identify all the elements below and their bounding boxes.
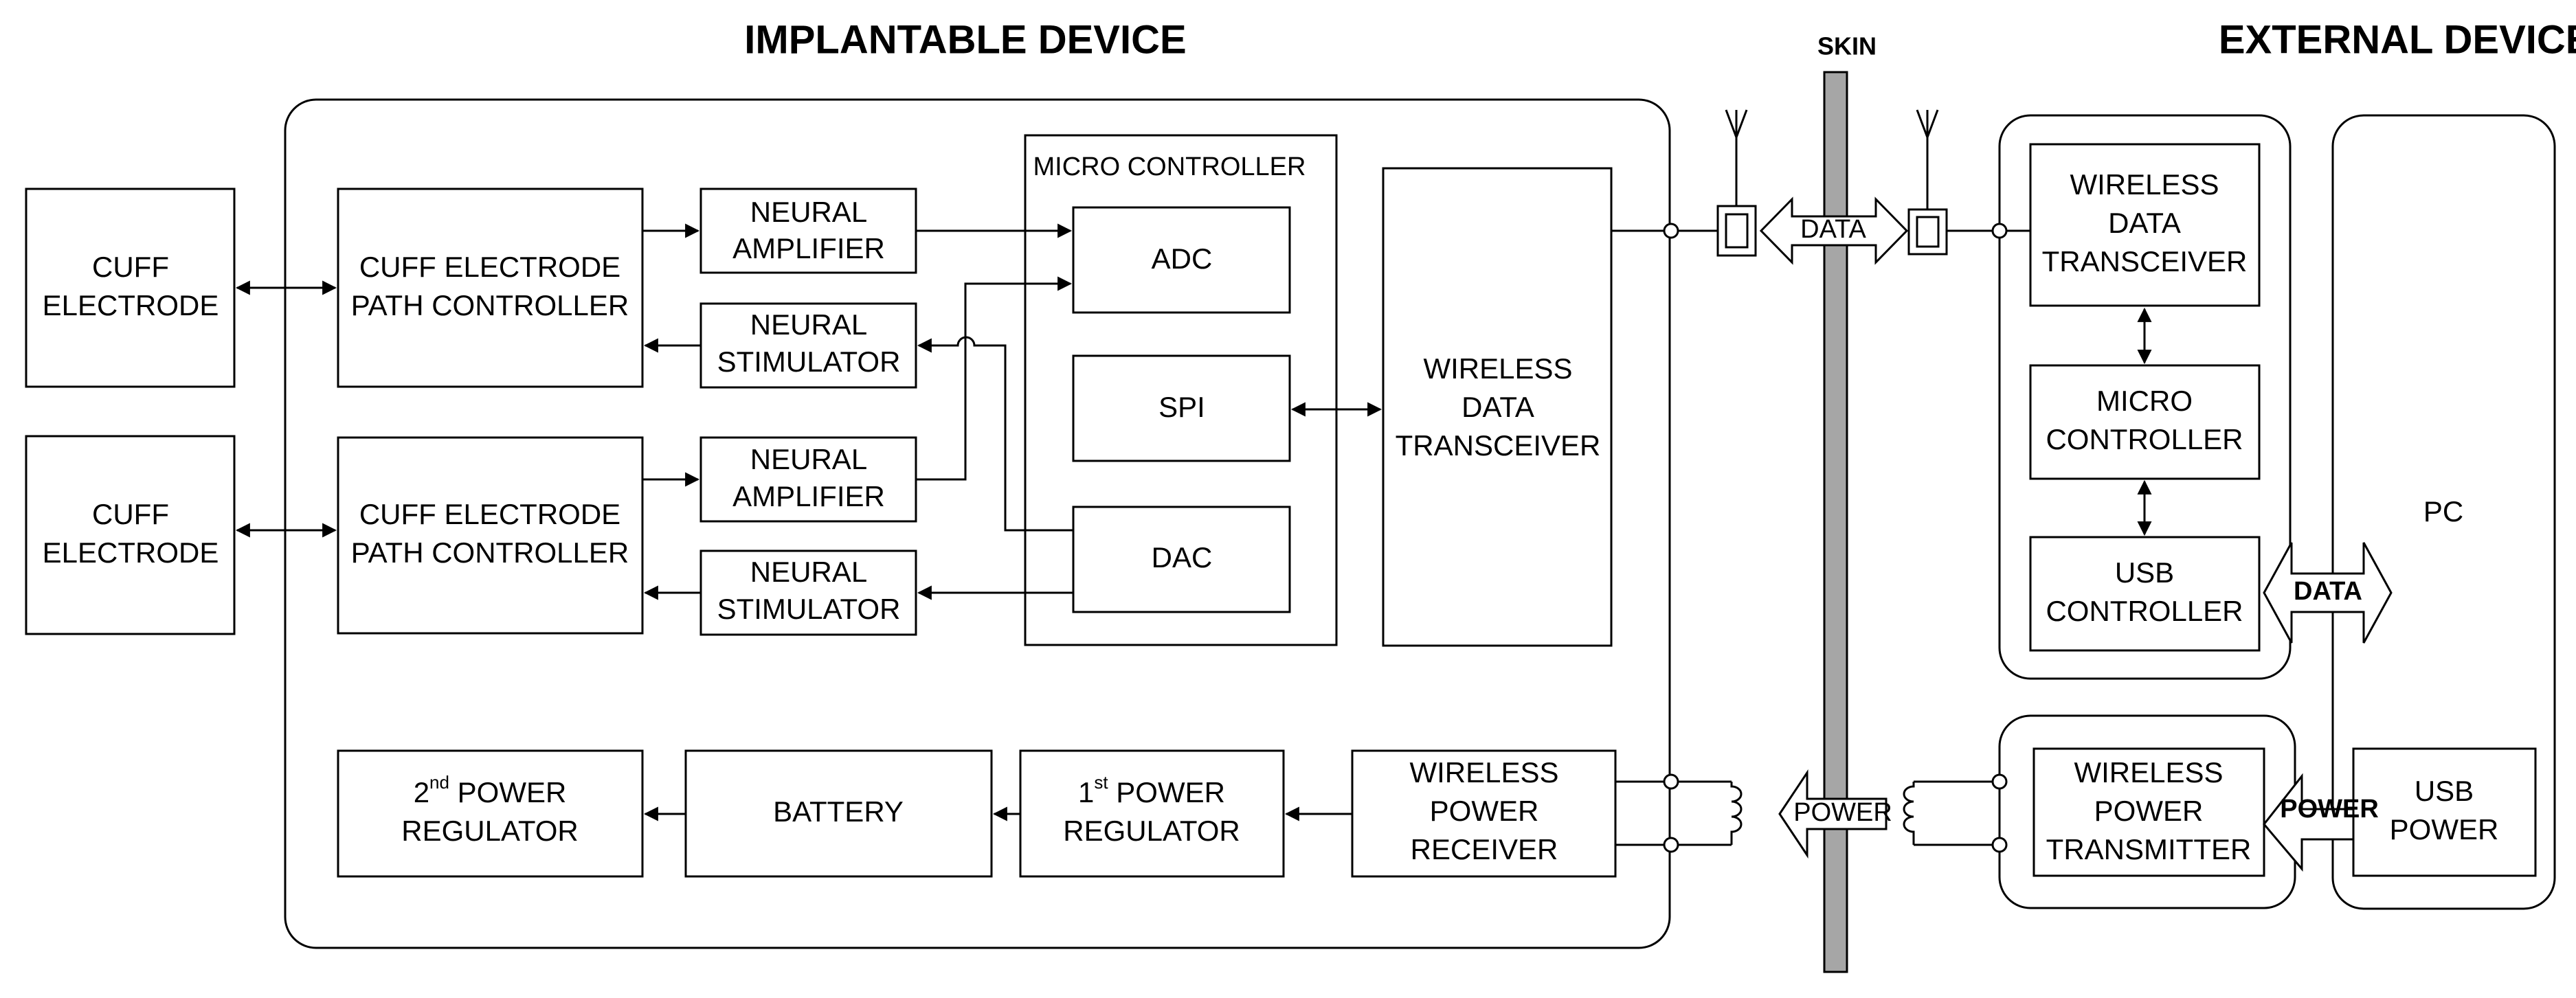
svg-text:CUFF: CUFF [92, 498, 169, 530]
svg-text:ELECTRODE: ELECTRODE [43, 289, 219, 321]
wireless-data-transceiver-int: WIRELESS DATA TRANSCEIVER [1382, 167, 1613, 647]
wireless-power-receiver: WIRELESS POWER RECEIVER [1351, 749, 1617, 878]
neural-amplifier-2: NEURAL AMPLIFIER [699, 436, 917, 523]
svg-text:TRANSCEIVER: TRANSCEIVER [1396, 429, 1601, 462]
svg-text:PATH CONTROLLER: PATH CONTROLLER [351, 536, 629, 569]
svg-text:CUFF ELECTRODE: CUFF ELECTRODE [359, 251, 620, 283]
power-skin-arrow [1778, 769, 1888, 859]
svg-text:WIRELESS: WIRELESS [2074, 756, 2223, 789]
svg-text:STIMULATOR: STIMULATOR [717, 345, 901, 378]
svg-text:CUFF ELECTRODE: CUFF ELECTRODE [359, 498, 620, 530]
svg-text:DAC: DAC [1152, 541, 1213, 574]
svg-text:DATA: DATA [2108, 207, 2181, 239]
data-skin-arrow [1759, 196, 1909, 265]
svg-text:SPI: SPI [1158, 391, 1205, 423]
svg-text:PC: PC [2423, 495, 2463, 528]
svg-text:MICRO CONTROLLER: MICRO CONTROLLER [1033, 152, 1306, 181]
usb-controller: USB CONTROLLER [2029, 536, 2261, 652]
micro-controller-ext: MICRO CONTROLLER [2029, 364, 2261, 480]
usb-power: USB POWER [2352, 747, 2537, 877]
svg-text:WIRELESS: WIRELESS [1409, 756, 1558, 789]
svg-text:NEURAL: NEURAL [750, 308, 867, 341]
second-power-regulator: 2nd POWER REGULATOR [337, 749, 644, 878]
svg-text:REGULATOR: REGULATOR [1063, 815, 1240, 847]
svg-text:MICRO: MICRO [2096, 385, 2193, 417]
adc-block [1072, 206, 1291, 314]
implantable-device-header: IMPLANTABLE DEVICE [744, 17, 1186, 62]
data-usb-arrow [2263, 542, 2393, 644]
svg-text:POWER: POWER [2094, 795, 2204, 827]
svg-text:USB: USB [2415, 775, 2474, 807]
svg-text:ELECTRODE: ELECTRODE [43, 536, 219, 569]
power-skin-label: POWER [1793, 798, 1892, 827]
dac-block [1072, 506, 1291, 613]
svg-text:TRANSMITTER: TRANSMITTER [2046, 833, 2252, 865]
micro-controller-int: MICRO CONTROLLER ADC SPI DAC [1024, 134, 1338, 646]
coil-ext [1903, 782, 1915, 845]
svg-text:WIRELESS: WIRELESS [2070, 168, 2219, 201]
svg-text:PATH CONTROLLER: PATH CONTROLLER [351, 289, 629, 321]
data-skin-label: DATA [1800, 215, 1866, 244]
svg-text:2nd POWER: 2nd POWER [414, 772, 567, 808]
skin-bar [1823, 71, 1848, 973]
svg-text:TRANSCEIVER: TRANSCEIVER [2042, 245, 2248, 277]
svg-text:DATA: DATA [1461, 391, 1534, 423]
first-power-regulator: 1st POWER REGULATOR [1019, 749, 1285, 878]
svg-text:POWER: POWER [2390, 813, 2499, 846]
svg-text:AMPLIFIER: AMPLIFIER [732, 232, 885, 264]
coil-int [1730, 782, 1743, 845]
cuff-electrode-2: CUFF ELECTRODE [25, 435, 236, 635]
svg-text:NEURAL: NEURAL [750, 196, 867, 228]
neural-amplifier-1: NEURAL AMPLIFIER [699, 188, 917, 274]
svg-text:POWER: POWER [1430, 795, 1539, 827]
svg-text:NEURAL: NEURAL [750, 556, 867, 588]
svg-text:CONTROLLER: CONTROLLER [2046, 423, 2243, 455]
battery: BATTERY [684, 749, 993, 878]
skin-label: SKIN [1817, 32, 1877, 60]
svg-text:RECEIVER: RECEIVER [1411, 833, 1558, 865]
data-usb-label: DATA [2294, 577, 2362, 606]
path-controller-2: CUFF ELECTRODE PATH CONTROLLER [337, 436, 644, 635]
spi-block [1072, 354, 1291, 462]
link-amp2-adc [916, 276, 1073, 481]
neural-stimulator-2: NEURAL STIMULATOR [699, 549, 917, 636]
svg-text:AMPLIFIER: AMPLIFIER [732, 480, 885, 512]
svg-text:USB: USB [2115, 556, 2174, 589]
wireless-power-transmitter: WIRELESS POWER TRANSMITTER [2032, 747, 2265, 877]
power-usb-label: POWER [2280, 795, 2379, 824]
power-usb-arrow [2263, 773, 2355, 872]
svg-text:REGULATOR: REGULATOR [401, 815, 579, 847]
svg-text:NEURAL: NEURAL [750, 443, 867, 475]
svg-text:1st POWER: 1st POWER [1078, 772, 1225, 808]
svg-text:CONTROLLER: CONTROLLER [2046, 595, 2243, 627]
wireless-data-transceiver-ext: WIRELESS DATA TRANSCEIVER [2029, 143, 2261, 307]
svg-text:STIMULATOR: STIMULATOR [717, 593, 901, 625]
svg-text:BATTERY: BATTERY [773, 795, 904, 828]
svg-text:WIRELESS: WIRELESS [1423, 352, 1572, 385]
pc: PC [2331, 114, 2556, 910]
svg-text:CUFF: CUFF [92, 251, 169, 283]
svg-text:ADC: ADC [1152, 242, 1213, 275]
external-devices-header: EXTERNAL DEVICES [2219, 17, 2576, 62]
link-dac-stim1 [917, 336, 1073, 532]
neural-stimulator-1: NEURAL STIMULATOR [699, 302, 917, 389]
cuff-electrode-1: CUFF ELECTRODE [25, 188, 236, 388]
path-controller-1: CUFF ELECTRODE PATH CONTROLLER [337, 188, 644, 388]
